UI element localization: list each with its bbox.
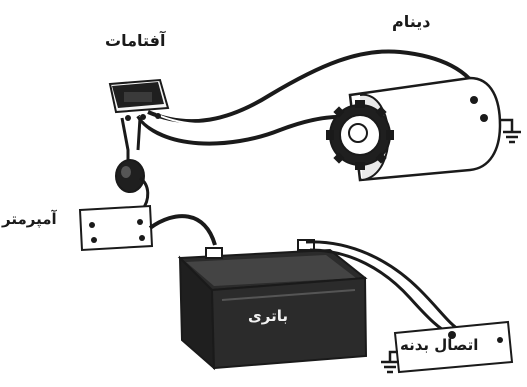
ammeter-label: آمپرمتر [2,212,57,227]
wire-grommet [116,160,144,192]
ammeter-to-battery-wire [150,216,215,245]
relay-label: آفتامات [105,33,166,49]
dynamo [326,78,500,180]
ammeter-plate [80,206,152,250]
ground-connection-label: اتصال بدنه [400,338,478,353]
battery [180,240,366,368]
dynamo-label: دینام [392,14,430,30]
battery-label: باتری [248,309,288,324]
dynamo-ground-symbol [500,120,521,142]
relay-box [110,80,168,121]
